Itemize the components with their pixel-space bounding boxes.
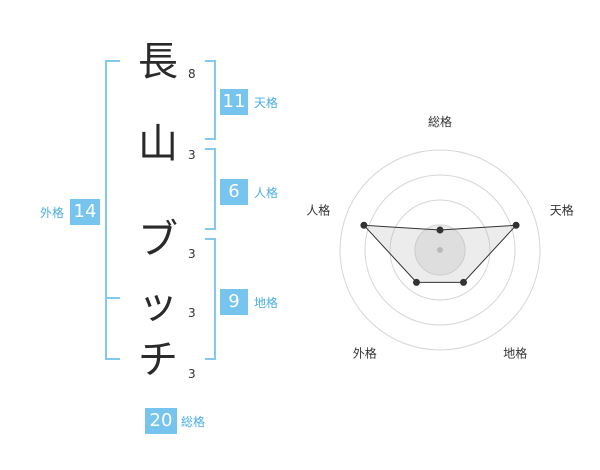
tenkaku-label: 天格 [254,96,279,110]
radar-axis-label-3: 地格 [503,346,527,361]
jinkaku-bracket [205,148,216,230]
gaikaku-bracket [105,60,120,360]
chikaku-badge: 9 [220,289,248,315]
gaikaku-label: 外格 [40,206,65,220]
chikaku-label: 地格 [254,296,279,310]
radar-axis-label-2: 天格 [550,202,574,217]
radar-center-dot [437,247,443,253]
jinkaku-label: 人格 [254,186,279,200]
gaikaku-divider [105,297,120,299]
stroke-count-4: 3 [188,306,196,320]
jinkaku-badge: 6 [220,179,248,205]
name-char-5: チ [138,337,178,383]
radar-polygon [362,224,518,283]
radar-point-4 [412,278,420,286]
radar-point-2 [512,221,520,229]
tenkaku-badge: 11 [220,89,248,115]
chikaku-bracket [205,238,216,360]
stroke-count-1: 8 [188,67,196,81]
name-char-2: 山 [138,121,178,167]
tenkaku-bracket [205,60,216,140]
radar-axis-label-4: 外格 [353,346,377,361]
radar-ring-2 [389,199,491,301]
radar-point-3 [460,278,468,286]
stroke-count-3: 3 [188,247,196,261]
radar-ring-3 [364,174,516,326]
radar-axis-label-5: 人格 [306,202,330,217]
radar-point-5 [360,221,368,229]
radar-point-1 [436,226,444,234]
gaikaku-badge: 14 [70,199,100,225]
name-char-3: ブ [138,217,178,263]
name-char-1: 長 [138,39,178,85]
radar-axis-label-1: 総格 [428,114,452,129]
radar-ring-4 [339,149,541,351]
soukaku-label: 総格 [181,415,206,429]
stroke-count-2: 3 [188,148,196,162]
soukaku-badge: 20 [145,408,177,434]
name-char-4: ッ [138,282,178,328]
stroke-count-5: 3 [188,367,196,381]
